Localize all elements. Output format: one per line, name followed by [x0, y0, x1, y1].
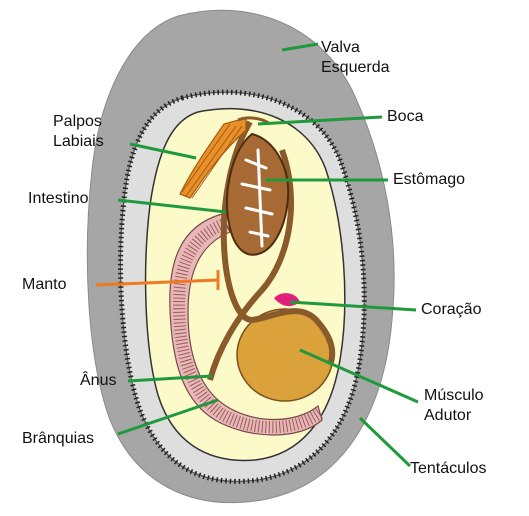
label-coracao: Coração: [421, 300, 481, 320]
leader-tentaculos: [360, 418, 410, 466]
label-estomago: Estômago: [393, 170, 465, 190]
label-musculo-line1: Músculo: [424, 386, 484, 406]
label-valva-esquerda: Valva Esquerda: [321, 38, 390, 78]
label-valva-line2: Esquerda: [321, 58, 390, 78]
label-palpos-labiais: Palpos Labiais: [53, 112, 104, 152]
label-musculo-line2: Adutor: [424, 406, 484, 426]
label-tentaculos: Tentáculos: [410, 459, 487, 479]
label-branquias: Brânquias: [22, 429, 94, 449]
label-intestino: Intestino: [28, 189, 88, 209]
label-palpos-line2: Labiais: [53, 132, 104, 152]
label-musculo-adutor: Músculo Adutor: [424, 386, 484, 426]
label-manto: Manto: [22, 275, 66, 295]
label-boca: Boca: [387, 107, 423, 127]
label-anus: Ânus: [80, 371, 116, 391]
label-palpos-line1: Palpos: [53, 112, 104, 132]
label-valva-line1: Valva: [321, 38, 390, 58]
